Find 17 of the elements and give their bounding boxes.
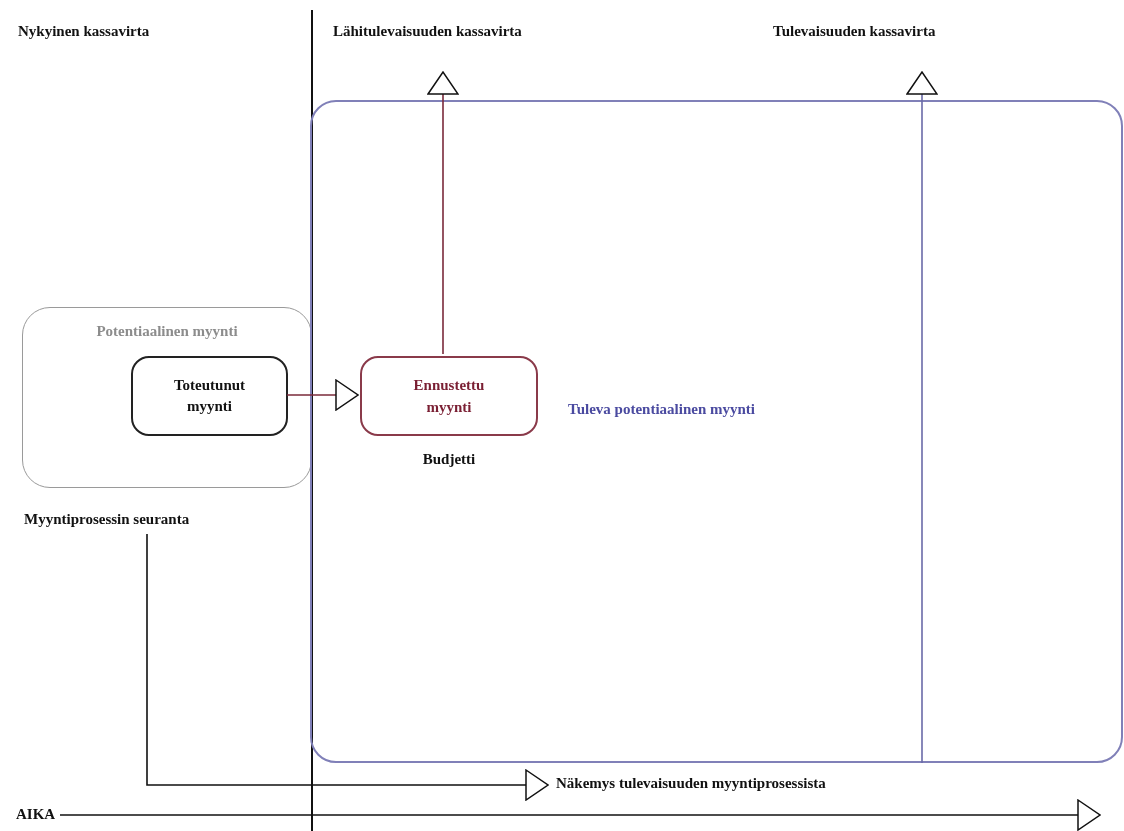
process-box: Toteutunut myynti: [131, 356, 288, 436]
arrow: [146, 533, 549, 801]
group-box: [22, 307, 312, 488]
text-label: Nykyinen kassavirta: [10, 20, 240, 46]
arrow: [427, 71, 459, 355]
region-box: [310, 100, 1123, 763]
text-label: Lähitulevaisuuden kassavirta: [325, 20, 645, 72]
text-label: Tulevaisuuden kassavirta: [765, 20, 1055, 72]
arrow: [906, 71, 938, 764]
text-label: Näkemys tulevaisuuden myyntiprosessista: [548, 772, 1018, 798]
arrow: [59, 799, 1101, 831]
region-label: Tuleva potentiaalinen myynti: [568, 400, 755, 419]
arrow: [286, 379, 359, 411]
text-label: Myyntiprosessin seuranta: [16, 508, 316, 534]
group-heading: Potentiaalinen myynti: [95, 322, 239, 341]
text-label: AIKA: [8, 803, 60, 827]
node-caption: Budjetti: [421, 450, 477, 469]
